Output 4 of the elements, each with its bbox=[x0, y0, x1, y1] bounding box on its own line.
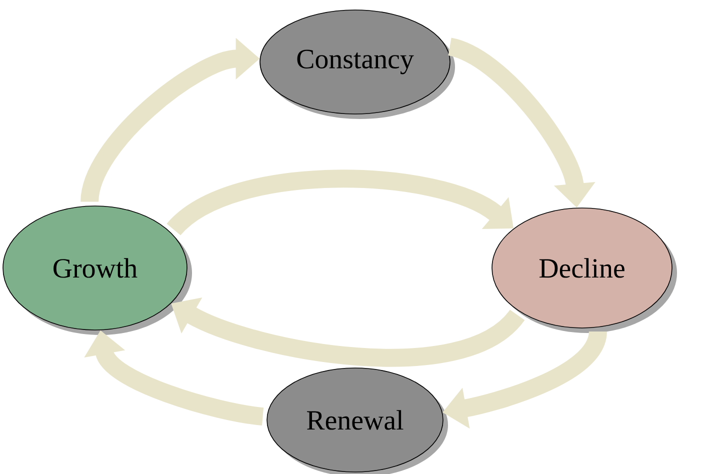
ellipse-node: Constancy bbox=[260, 10, 455, 119]
ellipse-node: Growth bbox=[2, 206, 192, 335]
ellipse-node: Renewal bbox=[266, 368, 448, 474]
ellipse-node: Decline bbox=[492, 208, 677, 333]
